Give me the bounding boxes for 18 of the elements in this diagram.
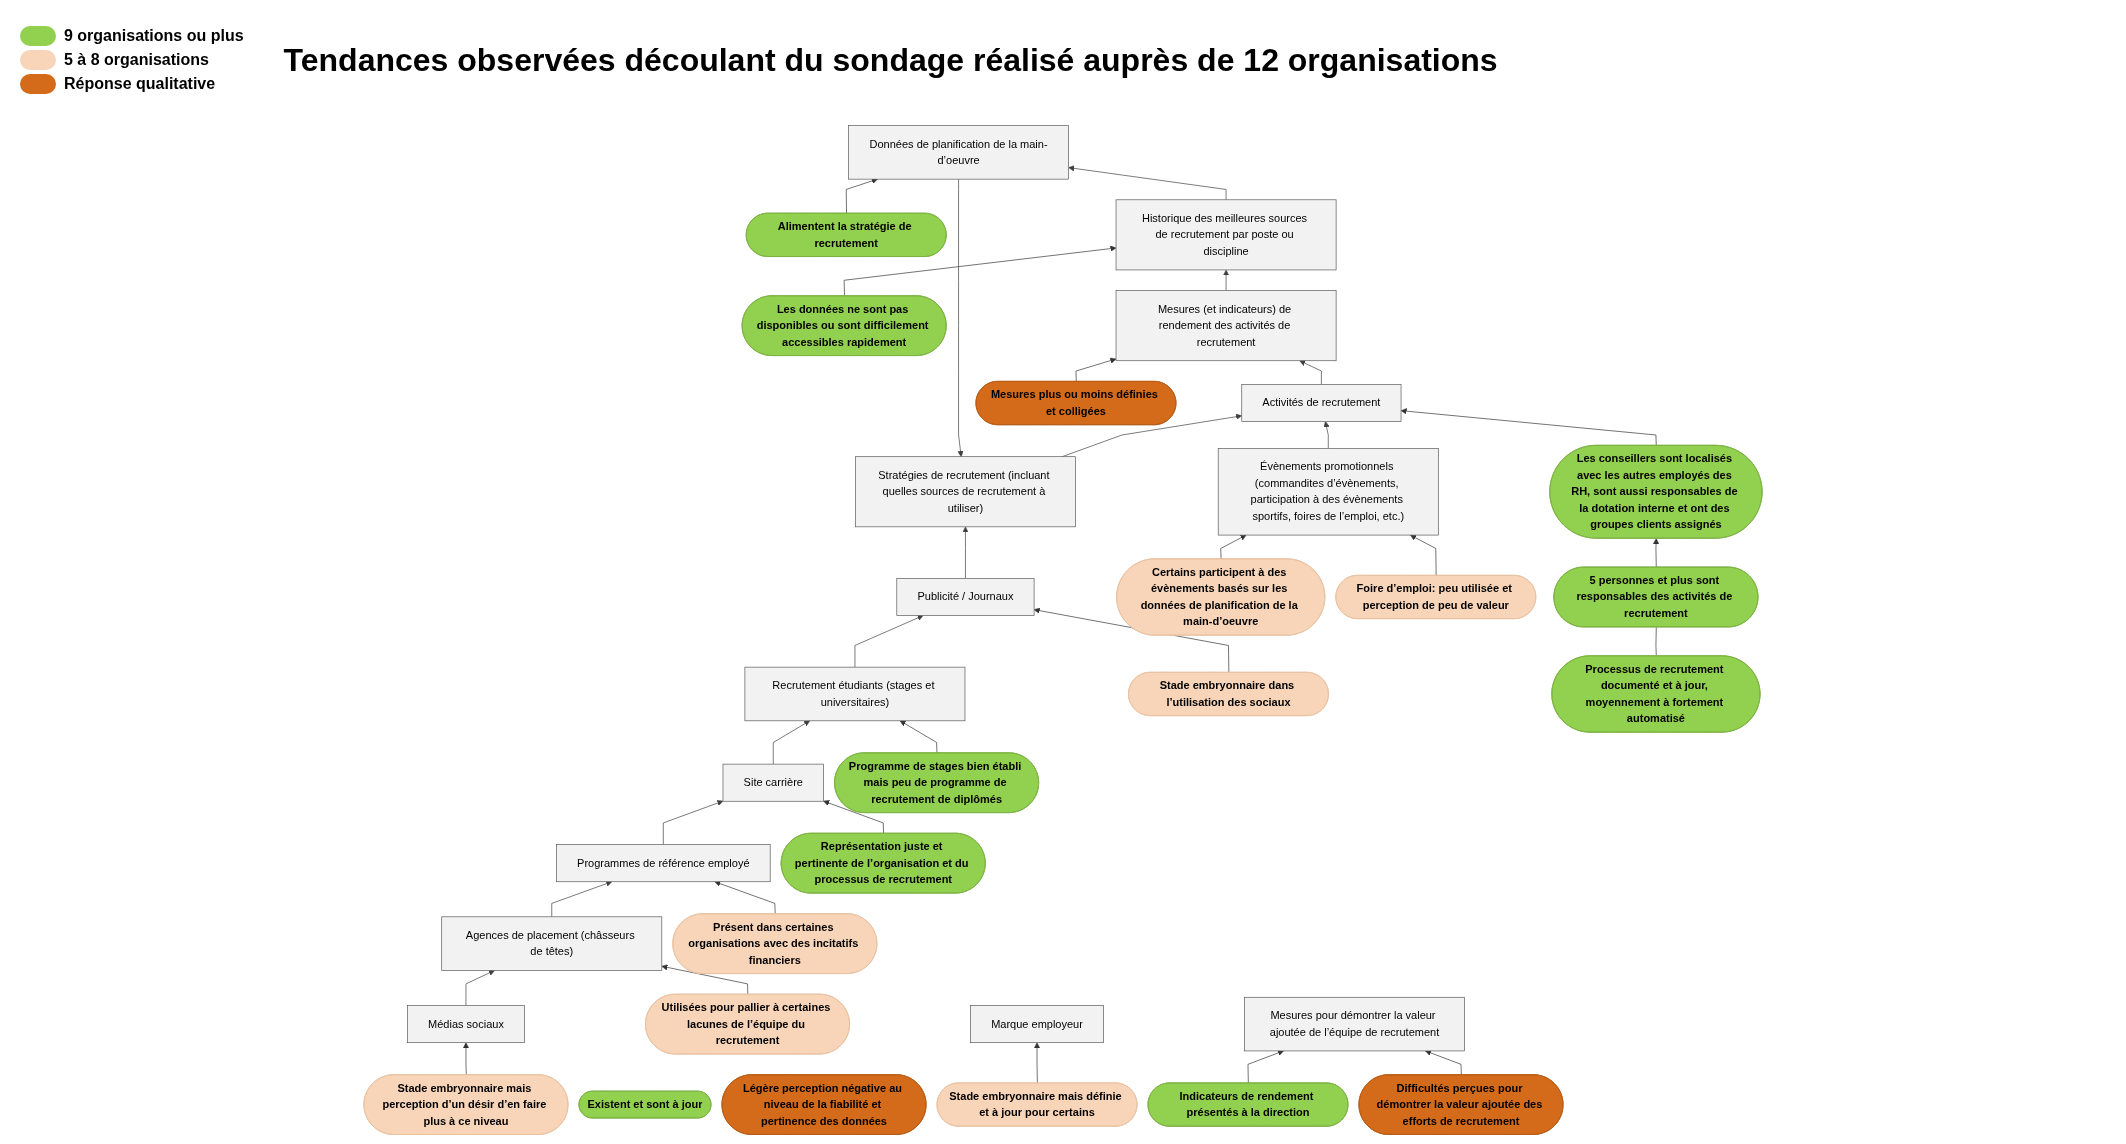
node-box: Données de planification de la main-d’oeuvre [848,125,1069,180]
node-box: Programmes de référence employé [556,844,771,883]
node-box: Activités de recrutement [1241,384,1402,422]
node-box: Stratégies de recrutement (incluant quelles sources de recrutement à utiliser) [855,456,1076,528]
node-box: Évènements promotionnels (commandites d’évènements, participation à des évènements sportifs, foires de l’emploi, etc.) [1217,448,1439,536]
node-box: Site carrière [722,763,824,802]
node-box: Médias sociaux [407,1005,525,1044]
node-box: Mesures (et indicateurs) de rendement des activités de recrutement [1115,290,1337,362]
diagram-title: Tendances observées découlant du sondage réalisé auprès de 12 organisations [283,41,1498,79]
legend-label: Réponse qualitative [64,75,216,93]
node-box: Mesures pour démontrer la valeur ajoutée de l’équipe de recrutement [1244,996,1465,1052]
node-box: Historique des meilleures sources de recrutement par poste ou discipline [1115,199,1337,271]
legend-label: 5 à 8 organisations [64,51,209,69]
node-box: Marque employeur [970,1005,1104,1044]
node-box: Agences de placement (châsseurs de têtes) [441,916,663,971]
legend-label: 9 organisations ou plus [64,27,244,45]
node-box: Publicité / Journaux [896,578,1035,616]
node-box: Recrutement étudiants (stages et universitaires) [744,666,966,722]
